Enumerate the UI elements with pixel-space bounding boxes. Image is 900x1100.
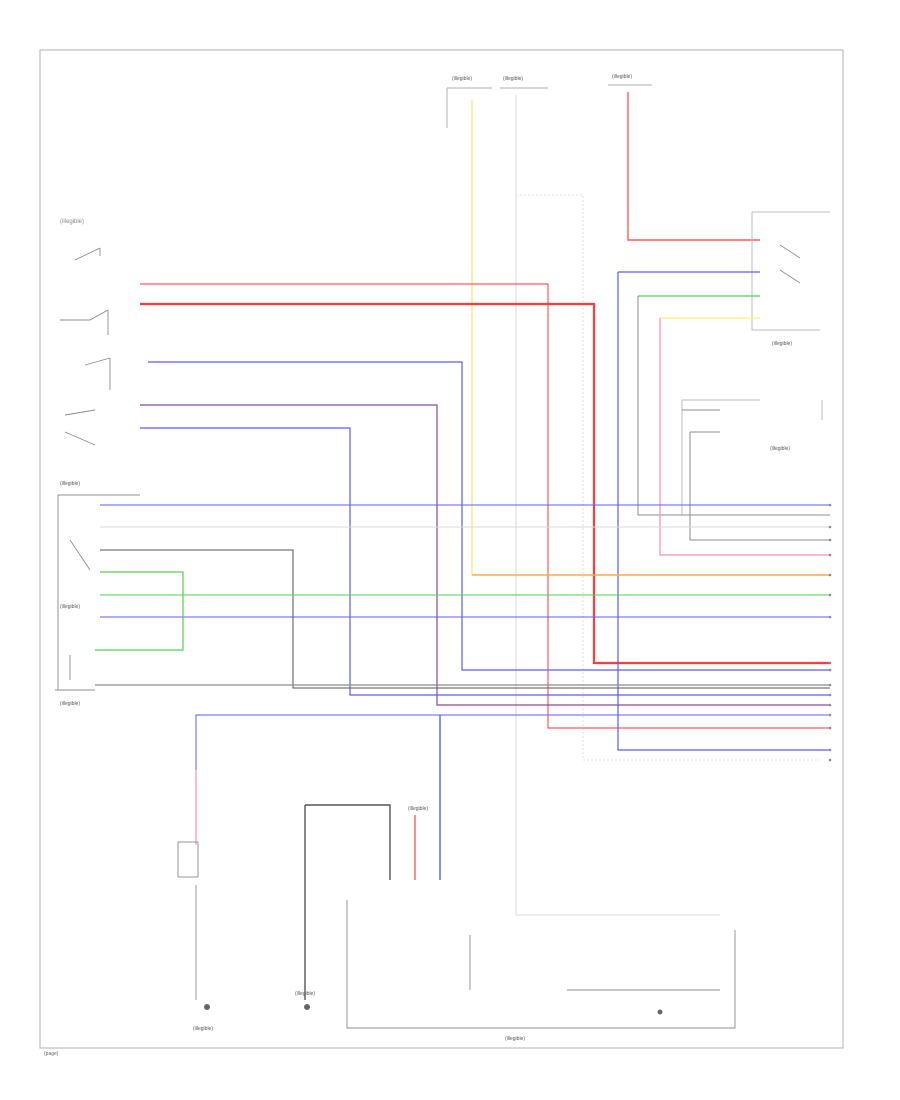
right-switch-caption: (illegible) xyxy=(772,341,792,347)
ground-module-icon xyxy=(657,1009,663,1015)
combo-switch-caption: (illegible) xyxy=(60,481,80,487)
left-switch-caption-2: (illegible) xyxy=(60,701,80,707)
right-switch-caption-2: (illegible) xyxy=(770,446,790,452)
right-switch-box xyxy=(681,211,830,515)
fuse-feed-wires xyxy=(446,84,820,916)
ground-left-icon xyxy=(204,1004,210,1010)
connector-caption: (illegible) xyxy=(408,806,428,812)
connector-pins xyxy=(828,503,832,762)
left-switch-caption: (illegible) xyxy=(60,604,80,610)
section-title: (illegible) xyxy=(60,219,84,225)
fuse-caption-1: (illegible) xyxy=(452,76,472,82)
bottom-module-caption: (illegible) xyxy=(505,1036,525,1042)
page-label: (page) xyxy=(44,1051,59,1057)
fuse-caption-3: (illegible) xyxy=(612,74,632,80)
ground-left-caption: (illegible) xyxy=(193,1026,213,1032)
ground-mid-icon xyxy=(304,1004,310,1010)
left-switches xyxy=(55,247,140,691)
fuse-caption-2: (illegible) xyxy=(503,76,523,82)
ground-symbols xyxy=(204,1004,663,1015)
ground-mid-caption: (illegible) xyxy=(295,991,315,997)
diagram-border xyxy=(39,49,844,1049)
harness-wires xyxy=(95,271,830,880)
bottom-components xyxy=(177,804,736,1029)
